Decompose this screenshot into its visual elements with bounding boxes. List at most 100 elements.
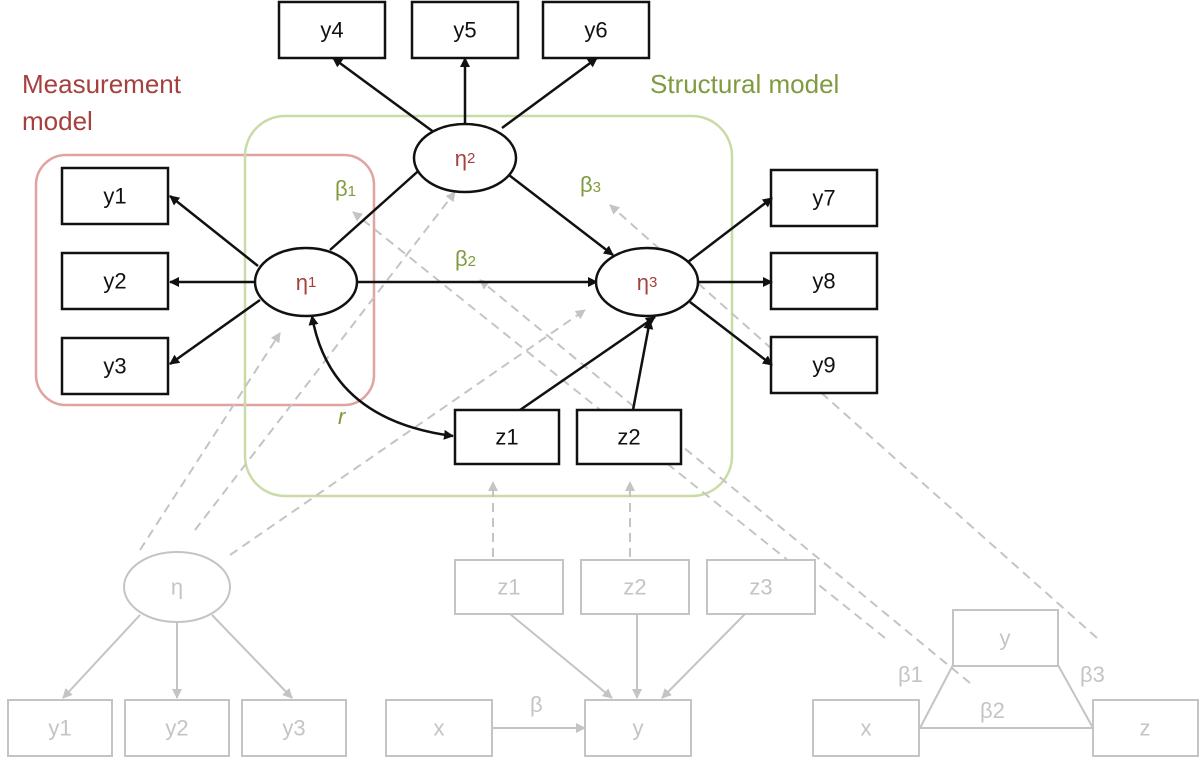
indicator-y5-label: y5: [453, 18, 476, 43]
faded-covariate-z3-label: z3: [749, 575, 772, 600]
eta2-symbol: η: [455, 146, 467, 171]
indicator-y9-label: y9: [812, 353, 835, 378]
eta1-symbol: η: [296, 270, 308, 295]
faded-indicator-y1-box: [7, 699, 113, 757]
structural-model-label: Structural model: [650, 69, 839, 99]
beta1-subscript: 1: [348, 183, 356, 200]
measurement-model-label: Measurement: [22, 69, 182, 99]
faded-beta-label: β: [530, 692, 543, 717]
faded-outcome-y-label: y: [633, 716, 644, 741]
faded-indicator-y2-label: y2: [165, 716, 188, 741]
latent-eta1-label: η1: [296, 270, 317, 295]
indicator-y7-label: y7: [812, 186, 835, 211]
loading-arrow: [689, 301, 773, 366]
r-label: r: [338, 404, 347, 429]
latent-eta2-label: η2: [455, 146, 476, 171]
faded-covariate-z3-box: [706, 559, 816, 615]
beta1-label: β1: [335, 176, 356, 201]
z1-eta3-path: [519, 315, 656, 412]
indicator-y8-box: [769, 251, 879, 311]
faded-beta1-label: β1: [898, 662, 923, 687]
faded-x-label: x: [861, 716, 872, 741]
faded-indicator-y1-label: y1: [48, 716, 71, 741]
loading-arrow: [169, 195, 259, 267]
beta1-path: [329, 164, 426, 251]
loading-arrow: [332, 56, 436, 135]
faded-z-label: z: [1140, 716, 1151, 741]
indicator-y2-box: [60, 251, 170, 311]
faded-indicator-y3-label: y3: [282, 716, 305, 741]
faded-covariate-arrow: [509, 613, 613, 699]
faded-predictor-x-label: x: [434, 716, 445, 741]
faded-covariate-arrow: [661, 613, 746, 699]
eta3-symbol: η: [637, 270, 649, 295]
measurement-model-frame: [34, 153, 376, 407]
eta3-subscript: 3: [649, 274, 657, 291]
indicator-y1-box: [60, 166, 170, 226]
beta3-path: [504, 171, 614, 256]
indicator-y6-box: [541, 0, 651, 60]
beta3-subscript: 3: [593, 179, 601, 196]
beta2-subscript: 2: [468, 253, 476, 270]
eta1-subscript: 1: [308, 274, 316, 291]
covariate-z1-label: z1: [495, 425, 518, 450]
indicator-y3-box: [60, 336, 170, 396]
beta2-symbol: β: [455, 246, 468, 271]
indicator-y8-label: y8: [812, 269, 835, 294]
latent-eta2: [412, 122, 518, 194]
loading-arrow: [687, 197, 773, 263]
faded-beta3-label: β3: [1080, 662, 1105, 687]
indicator-y7-box: [769, 168, 879, 228]
dashed-arrow: [194, 191, 456, 531]
dashed-arrow: [139, 332, 281, 551]
faded-loading-arrow: [211, 614, 293, 699]
faded-mediator-y-label: y: [1000, 626, 1011, 651]
indicator-y6-label: y6: [584, 18, 607, 43]
indicator-y5-box: [410, 0, 520, 60]
faded-covariate-z2-box: [580, 559, 690, 615]
faded-path-b1: [919, 664, 954, 729]
faded-latent-eta: [123, 551, 231, 623]
faded-covariate-z2-label: z2: [623, 575, 646, 600]
structural-arrows: [169, 56, 773, 440]
indicator-y4-box: [277, 0, 387, 60]
faded-z-box: [1092, 699, 1199, 757]
r-correlation-path: [308, 315, 454, 440]
loading-arrow: [169, 298, 261, 366]
dashed-arrow: [479, 279, 971, 684]
beta3-symbol: β: [580, 172, 593, 197]
latent-eta1: [253, 246, 359, 318]
indicator-y2-label: y2: [103, 269, 126, 294]
faded-predictor-x-box: [385, 699, 493, 757]
faded-outcome-y-box: [584, 699, 692, 757]
indicator-y3-label: y3: [103, 354, 126, 379]
covariate-z1-box: [453, 408, 561, 466]
faded-loading-arrow: [62, 614, 141, 699]
latent-eta3: [594, 246, 700, 318]
covariate-z2-label: z2: [617, 425, 640, 450]
indicator-y1-label: y1: [103, 184, 126, 209]
component-mediation: y x z β1 β2 β3: [812, 609, 1199, 757]
beta1-symbol: β: [335, 176, 348, 201]
beta2-label: β2: [455, 246, 476, 271]
faded-latent-eta-label: η: [171, 575, 183, 600]
component-regression: z1 z2 z3 x y β: [385, 559, 816, 757]
structural-model-frame: [243, 114, 734, 498]
latent-eta3-label: η3: [637, 270, 658, 295]
beta3-label: β3: [580, 172, 601, 197]
indicator-y4-label: y4: [320, 18, 343, 43]
loading-arrow: [501, 56, 598, 130]
faded-beta2-label: β2: [980, 698, 1005, 723]
faded-covariate-z1-label: z1: [497, 575, 520, 600]
eta2-subscript: 2: [467, 150, 475, 167]
faded-x-box: [812, 699, 920, 757]
component-measurement: η y1 y2 y3: [7, 551, 347, 757]
faded-path-b3: [1057, 664, 1094, 729]
faded-indicator-y3-box: [241, 699, 347, 757]
faded-covariate-z1-box: [454, 559, 564, 615]
measurement-model-label-line2: model: [22, 106, 93, 136]
covariate-z2-box: [575, 408, 683, 466]
z2-eta3-path: [631, 319, 654, 411]
